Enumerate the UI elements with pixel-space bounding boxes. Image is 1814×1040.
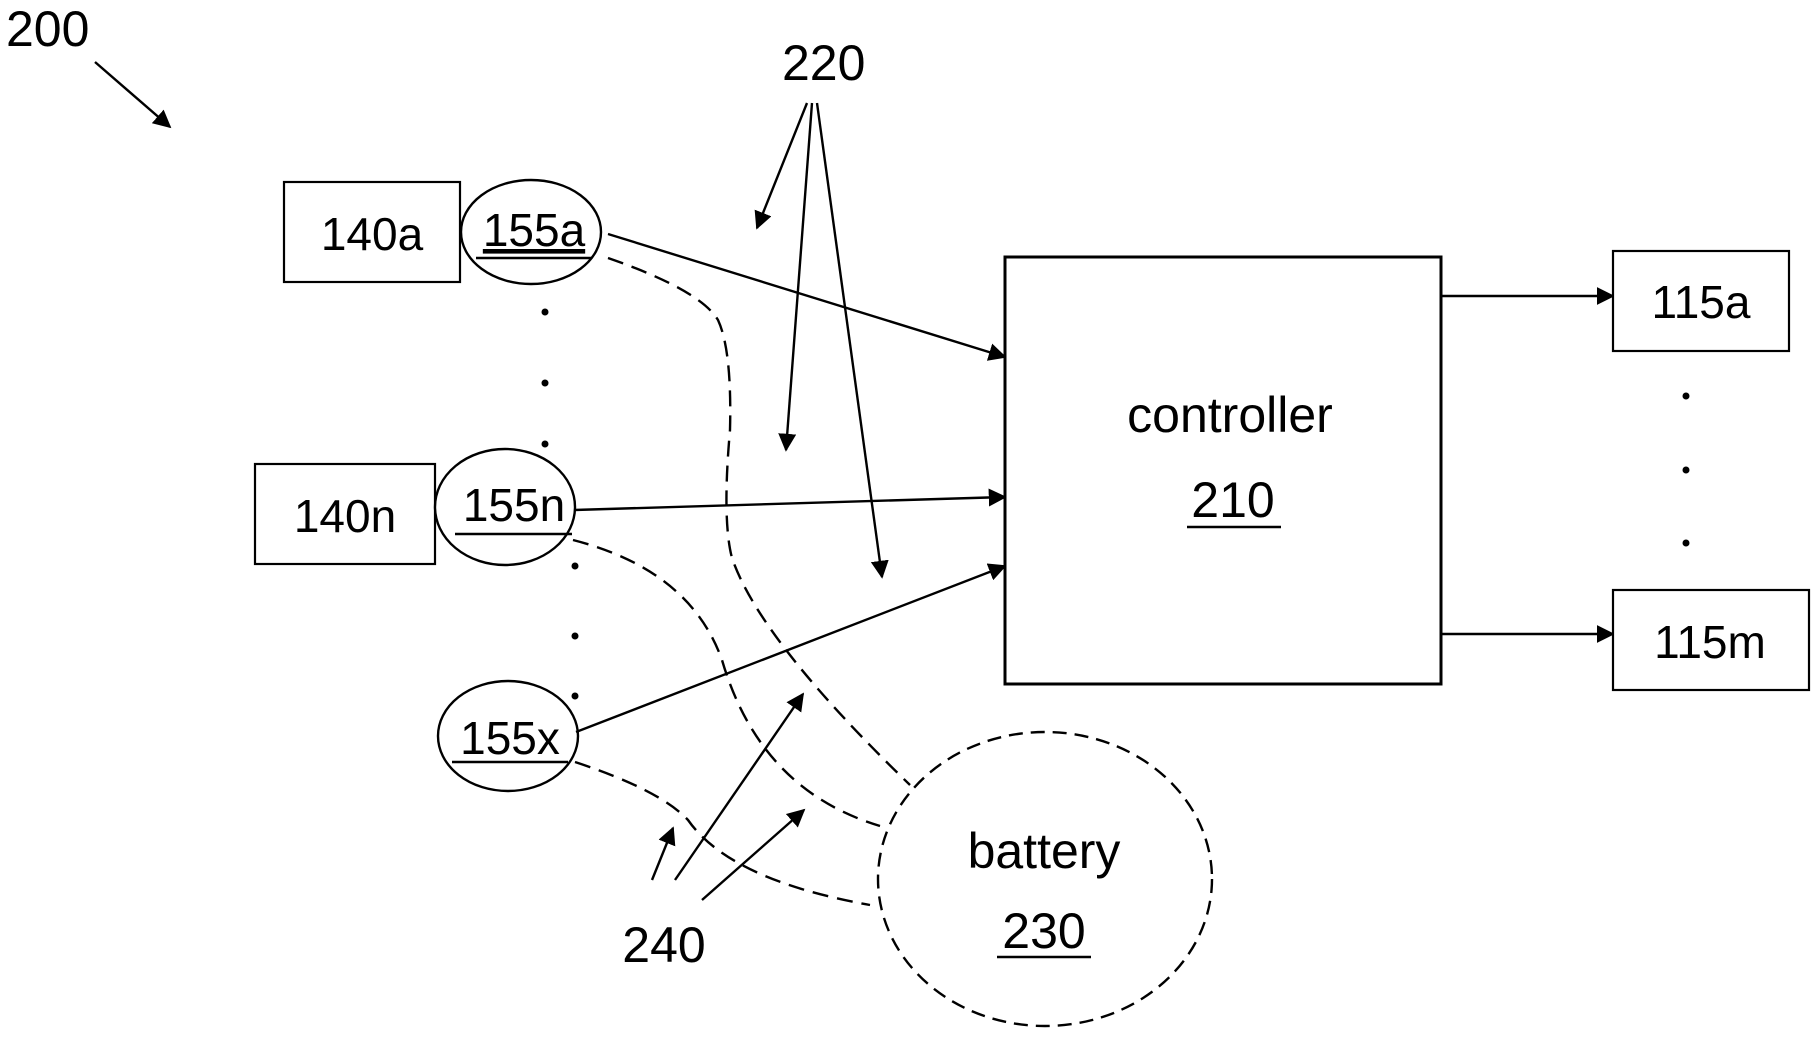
signal-line-155a: [608, 234, 1005, 357]
ellipsis-dot: [572, 633, 579, 640]
leader-arrow-1: [757, 103, 807, 228]
battery-label: battery: [968, 823, 1121, 879]
dashed-wire-155x: [575, 762, 870, 905]
leader-arrow-2: [786, 103, 812, 450]
ellipsis-dot: [542, 441, 549, 448]
wire-leader-2: [675, 694, 803, 880]
signal-line-155n: [574, 497, 1005, 510]
ellipsis-dot: [572, 563, 579, 570]
wire-leader-3: [702, 810, 804, 900]
battery-circle: [878, 732, 1212, 1026]
leader-arrow-3: [817, 103, 882, 577]
figure-ref-label: 200: [6, 1, 89, 57]
ellipsis-dot: [1683, 393, 1690, 400]
signal-line-155x: [576, 566, 1005, 732]
ellipsis-dot: [1683, 540, 1690, 547]
leader-ref-220: 220: [782, 35, 865, 91]
controller-label: controller: [1127, 387, 1333, 443]
dashed-wire-155n: [573, 540, 880, 826]
ellipsis-dot: [542, 380, 549, 387]
controller-box: [1005, 257, 1441, 684]
battery-ref: 230: [1002, 903, 1085, 959]
ellipsis-dot: [572, 693, 579, 700]
sensor-node-155x-label: 155x: [460, 712, 560, 764]
wire-leader-1: [652, 828, 673, 880]
sensor-box-140n-label: 140n: [294, 490, 396, 542]
dashed-wire-155a: [608, 258, 910, 785]
controller-ref: 210: [1191, 472, 1274, 528]
sensor-box-140a-label: 140a: [321, 208, 424, 260]
sensor-node-155n-label: 155n: [463, 479, 565, 531]
figure-ref-arrow: [95, 62, 170, 127]
ellipsis-dot: [542, 309, 549, 316]
output-box-115a-label: 115a: [1652, 276, 1751, 328]
ellipsis-dot: [1683, 467, 1690, 474]
output-box-115m-label: 115m: [1654, 616, 1766, 668]
sensor-node-155a-label: 155a: [483, 204, 586, 256]
wire-ref-240: 240: [622, 917, 705, 973]
